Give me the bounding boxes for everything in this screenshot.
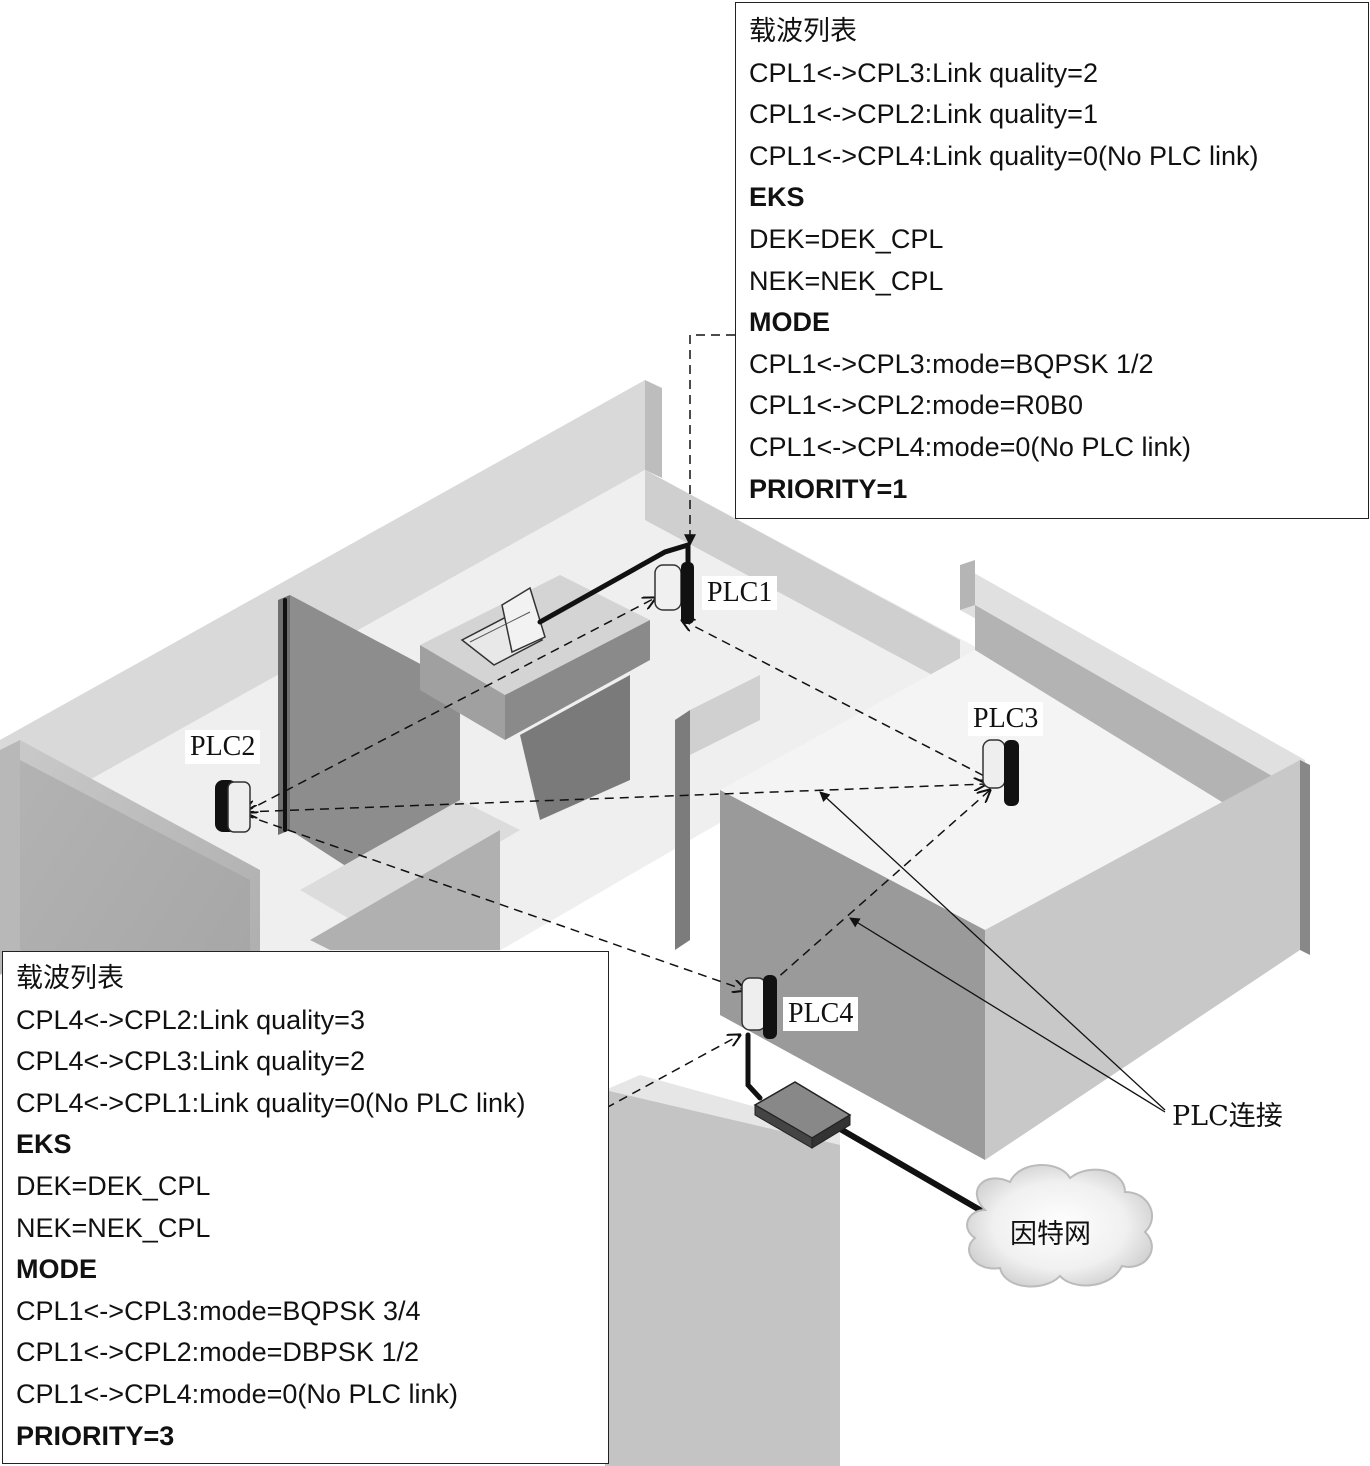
link-quality-line: CPL4<->CPL3:Link quality=2 — [16, 1046, 365, 1077]
eks-line: NEK=NEK_CPL — [749, 265, 944, 296]
eks-line: NEK=NEK_CPL — [16, 1212, 211, 1243]
internet-label: 因特网 — [1010, 1219, 1091, 1250]
link-quality-line: CPL4<->CPL1:Link quality=0(No PLC link) — [16, 1087, 526, 1118]
mode-line: CPL1<->CPL3:mode=BQPSK 1/2 — [749, 348, 1154, 379]
internet-cloud-icon — [966, 1164, 1154, 1288]
link-quality-line: CPL1<->CPL4:Link quality=0(No PLC link) — [749, 140, 1259, 171]
plc-connection-label: PLC连接 — [1172, 1101, 1283, 1132]
plc4-label: PLC4 — [783, 997, 859, 1031]
mode-line: CPL1<->CPL2:mode=DBPSK 1/2 — [16, 1337, 419, 1368]
priority-line: PRIORITY=3 — [16, 1420, 175, 1451]
eks-heading: EKS — [16, 1129, 72, 1160]
plc1-device-icon — [654, 562, 694, 624]
link-quality-line: CPL1<->CPL3:Link quality=2 — [749, 57, 1098, 88]
mode-line: CPL1<->CPL4:mode=0(No PLC link) — [749, 431, 1191, 462]
carrier-list-title: 载波列表 — [16, 963, 124, 994]
mode-line: CPL1<->CPL4:mode=0(No PLC link) — [16, 1378, 458, 1409]
mode-heading: MODE — [749, 307, 830, 338]
plc1-label: PLC1 — [702, 576, 778, 610]
plc-connection-pointers — [819, 791, 1166, 1113]
plc3-device-icon — [982, 739, 1019, 806]
plc2-label: PLC2 — [185, 730, 261, 764]
mode-heading: MODE — [16, 1254, 97, 1285]
mode-line: CPL1<->CPL3:mode=BQPSK 3/4 — [16, 1295, 421, 1326]
link-quality-line: CPL4<->CPL2:Link quality=3 — [16, 1004, 365, 1035]
plc4-device-icon — [741, 975, 777, 1039]
eks-line: DEK=DEK_CPL — [16, 1170, 211, 1201]
link-quality-line: CPL1<->CPL2:Link quality=1 — [749, 99, 1098, 130]
eks-line: DEK=DEK_CPL — [749, 223, 944, 254]
mode-line: CPL1<->CPL2:mode=R0B0 — [749, 390, 1083, 421]
plc2-device-icon — [215, 780, 251, 833]
carrier-list-title: 载波列表 — [749, 16, 857, 47]
eks-heading: EKS — [749, 182, 805, 213]
modem-icon — [753, 1081, 852, 1149]
carrier-list-box-plc1: 载波列表 CPL1<->CPL3:Link quality=2 CPL1<->C… — [735, 2, 1369, 519]
carrier-list-box-plc4: 载波列表 CPL4<->CPL2:Link quality=3 CPL4<->C… — [2, 951, 609, 1464]
plc3-label: PLC3 — [968, 702, 1044, 736]
priority-line: PRIORITY=1 — [749, 473, 908, 504]
plc-dashed-links — [245, 334, 992, 1109]
